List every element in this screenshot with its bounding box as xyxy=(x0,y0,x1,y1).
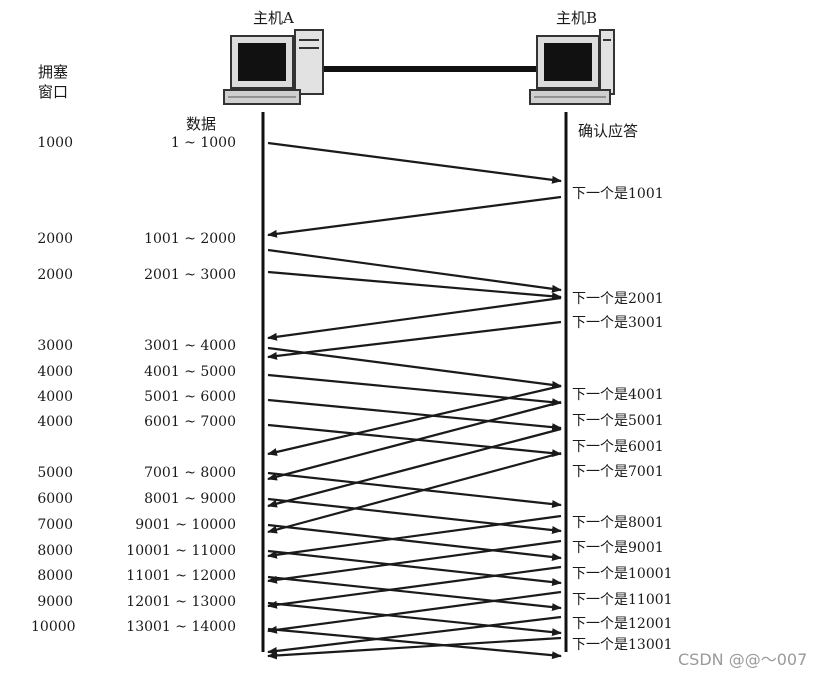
ack-label: 下一个是2001 xyxy=(572,291,664,307)
host-a-label: 主机A xyxy=(253,9,294,27)
cwnd-value: 8000 xyxy=(37,568,73,584)
cwnd-value: 6000 xyxy=(37,491,73,507)
data-arrow xyxy=(267,497,562,534)
segment-range: 2001 ~ 3000 xyxy=(144,267,236,283)
cwnd-value: 4000 xyxy=(37,364,73,380)
ack-arrow xyxy=(267,565,562,609)
cwnd-value: 10000 xyxy=(31,619,76,635)
ack-arrow xyxy=(267,451,562,534)
ack-arrow xyxy=(267,514,562,559)
ack-label: 下一个是5001 xyxy=(572,413,664,429)
ack-arrow xyxy=(267,296,562,341)
segment-range: 3001 ~ 4000 xyxy=(144,338,236,354)
segment-range: 11001 ~ 12000 xyxy=(126,568,236,584)
ack-arrow xyxy=(267,636,562,660)
segment-range: 4001 ~ 5000 xyxy=(144,364,236,380)
cwnd-header-line2: 窗口 xyxy=(38,83,69,101)
ack-label: 下一个是9001 xyxy=(572,540,664,556)
ack-label: 下一个是6001 xyxy=(572,439,664,455)
cwnd-value: 4000 xyxy=(37,414,73,430)
cwnd-value: 4000 xyxy=(37,389,73,405)
ack-label: 下一个是8001 xyxy=(572,515,664,531)
segment-range: 5001 ~ 6000 xyxy=(144,389,236,405)
host-b-label: 主机B xyxy=(556,9,598,27)
data-arrow xyxy=(267,627,562,660)
arrow-group xyxy=(267,141,562,660)
cwnd-value: 2000 xyxy=(37,267,73,283)
ack-label: 下一个是10001 xyxy=(572,566,673,582)
ack-label: 下一个是11001 xyxy=(572,592,673,608)
data-arrow xyxy=(267,549,562,586)
data-arrow xyxy=(267,398,562,432)
cwnd-value: 2000 xyxy=(37,231,73,247)
csdn-watermark: CSDN @@～007 xyxy=(678,650,808,669)
ack-arrow xyxy=(267,427,562,508)
segment-range: 10001 ~ 11000 xyxy=(126,543,236,559)
ack-label: 下一个是3001 xyxy=(572,315,664,331)
segment-range: 8001 ~ 9000 xyxy=(144,491,236,507)
cwnd-value: 9000 xyxy=(37,594,73,610)
data-header: 数据 xyxy=(186,115,217,133)
ack-label: 下一个是4001 xyxy=(572,387,664,403)
ack-arrow xyxy=(267,195,562,238)
segment-range: 9001 ~ 10000 xyxy=(135,517,236,533)
data-arrow xyxy=(267,601,562,637)
ack-arrow xyxy=(267,400,562,481)
data-arrow xyxy=(267,471,562,508)
segment-range: 6001 ~ 7000 xyxy=(144,414,236,430)
cwnd-value: 1000 xyxy=(37,135,73,151)
data-arrow xyxy=(267,248,562,293)
data-arrow xyxy=(267,270,562,301)
segment-range: 1 ~ 1000 xyxy=(170,135,236,151)
ack-label: 下一个是7001 xyxy=(572,464,664,480)
ack-label: 下一个是13001 xyxy=(572,637,673,653)
host-a-computer-icon xyxy=(223,29,324,105)
cwnd-value: 8000 xyxy=(37,543,73,559)
data-arrow xyxy=(267,523,562,561)
ack-label: 下一个是1001 xyxy=(572,186,664,202)
segment-range: 7001 ~ 8000 xyxy=(144,465,236,481)
ack-arrow xyxy=(267,320,562,360)
ack-arrow xyxy=(267,615,562,655)
segment-range: 1001 ~ 2000 xyxy=(144,231,236,247)
data-arrow xyxy=(267,346,562,389)
ack-arrow xyxy=(267,539,562,584)
segment-range: 13001 ~ 14000 xyxy=(126,619,236,635)
cwnd-header-line1: 拥塞 xyxy=(38,63,69,81)
segment-range: 12001 ~ 13000 xyxy=(126,594,236,610)
ack-arrow xyxy=(267,384,562,456)
ack-header: 确认应答 xyxy=(578,122,639,140)
cwnd-value: 3000 xyxy=(37,338,73,354)
cwnd-value: 7000 xyxy=(37,517,73,533)
data-arrow xyxy=(267,141,562,184)
cwnd-value: 5000 xyxy=(37,465,73,481)
data-arrow xyxy=(267,575,562,612)
ack-arrow xyxy=(267,590,562,634)
ack-label: 下一个是12001 xyxy=(572,616,673,632)
host-b-computer-icon xyxy=(529,29,615,105)
